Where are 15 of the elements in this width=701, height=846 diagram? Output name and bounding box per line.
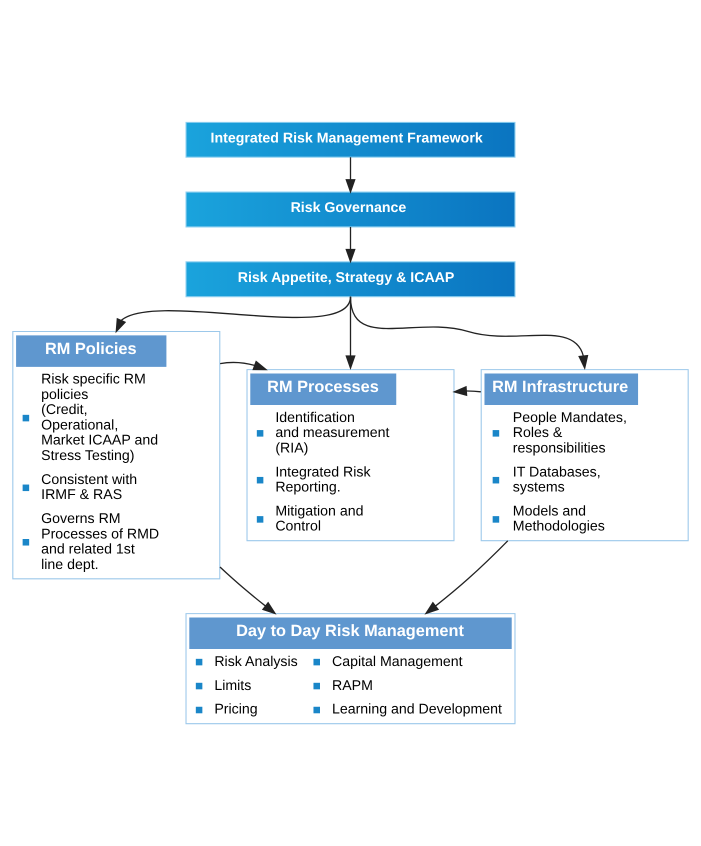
node-box: Risk Appetite, Strategy & ICAAP: [185, 261, 516, 298]
arrow: [220, 566, 277, 615]
node-box: Integrated Risk Management Framework: [185, 122, 516, 158]
node-box: RM Infrastructure People Mandates, Roles & responsibilities IT Databases, systems Models and Methodologies: [480, 369, 689, 542]
arrow: [350, 296, 588, 370]
arrow: [345, 157, 356, 194]
arrow: [345, 226, 356, 264]
arrow: [220, 360, 268, 370]
node-box: Day to Day Risk Management Risk Analysis Capital Management Limits RAPM Pricing Learning and Development: [185, 613, 516, 724]
arrow: [452, 386, 481, 396]
node-box: RM Policies Risk specific RM policies (Credit, Operational, Market ICAAP and Stress Testing) Consistent with IRMF & RAS Governs RM Processes of RMD and related 1st line dept.: [12, 330, 220, 580]
node-box: Risk Governance: [185, 192, 516, 228]
arrow: [116, 296, 352, 334]
arrow: [424, 540, 508, 615]
node-box: RM Processes Identification and measurement (RIA) Integrated Risk Reporting. Mitigation and Control: [246, 369, 455, 542]
